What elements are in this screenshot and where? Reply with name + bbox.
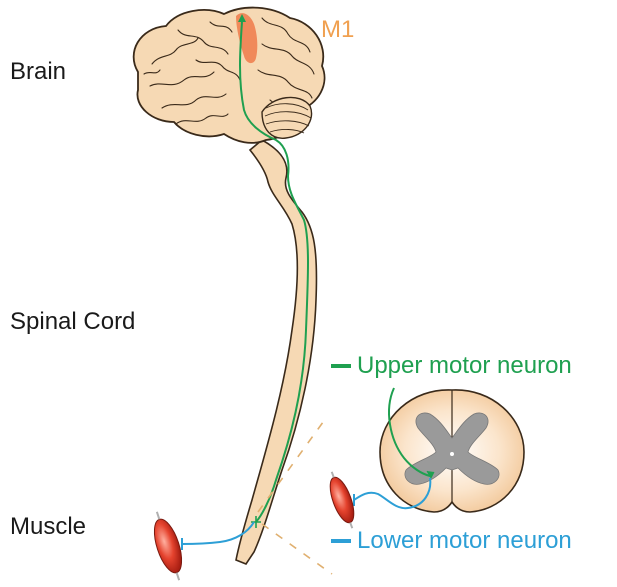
zoom-indicator-lines xyxy=(257,417,333,575)
label-m1: M1 xyxy=(321,16,355,43)
upper-motor-neuron-soma xyxy=(238,14,246,22)
label-brain: Brain xyxy=(10,58,67,85)
legend-upper-motor-neuron: Upper motor neuron xyxy=(331,352,572,380)
muscle-right xyxy=(329,471,355,529)
brain-illustration xyxy=(132,6,326,144)
label-spinal-cord: Spinal Cord xyxy=(10,308,136,335)
gray-matter xyxy=(404,412,500,485)
lower-motor-neuron-cross-section xyxy=(353,477,432,510)
muscle-left xyxy=(153,511,183,581)
legend-lower-motor-neuron: Lower motor neuron xyxy=(331,527,572,555)
upper-motor-neuron-synapse xyxy=(388,387,431,477)
upper-motor-neuron-axon xyxy=(239,21,309,523)
label-muscle: Muscle xyxy=(10,513,87,540)
spinal-cord-cross-section xyxy=(379,389,525,513)
spinal-cord xyxy=(235,139,318,565)
legend-lower-label: Lower motor neuron xyxy=(357,527,572,554)
legend-swatch-lower xyxy=(331,539,351,543)
legend-upper-label: Upper motor neuron xyxy=(357,352,572,379)
lower-motor-neuron-axon xyxy=(181,521,255,545)
upper-motor-neuron-terminal xyxy=(251,516,261,528)
legend-swatch-upper xyxy=(331,364,351,368)
